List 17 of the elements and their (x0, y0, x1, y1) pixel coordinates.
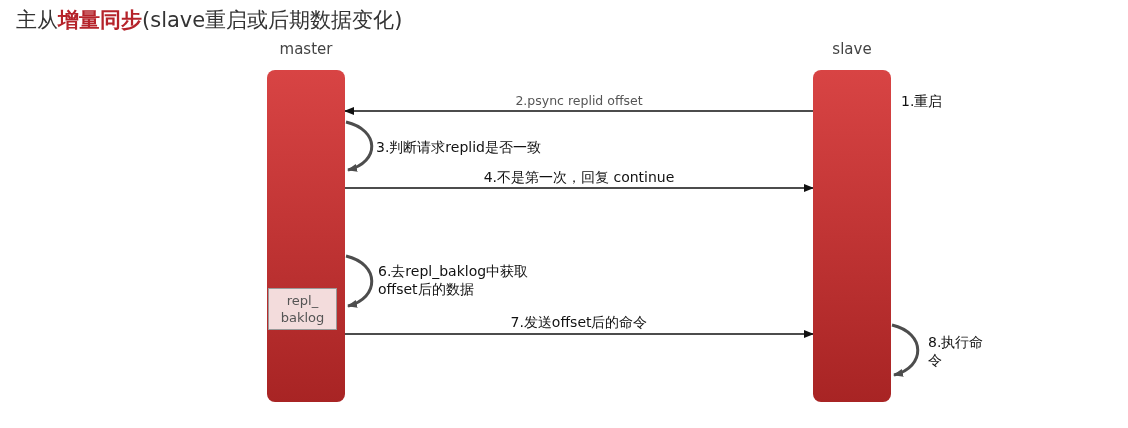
loop-arrow (891, 323, 920, 377)
loop-arrow (345, 120, 374, 172)
edge-label: 2.psync replid offset (515, 92, 643, 110)
edge-label: 3.判断请求replid是否一致 (376, 138, 541, 156)
diagram-title: 主从增量同步(slave重启或后期数据变化) (16, 7, 403, 34)
step-label: 1.重启 (901, 92, 943, 110)
loop-arrow (345, 254, 374, 308)
buffer-box: repl_ baklog (268, 288, 337, 330)
message-arrow (344, 184, 814, 192)
edge-label: 8.执行命令 (928, 333, 985, 369)
message-arrow (344, 330, 814, 338)
edge-label: 7.发送offset后的命令 (510, 313, 648, 331)
message-arrow (344, 107, 814, 115)
participant-label: slave (831, 40, 873, 58)
edge-label: 4.不是第一次，回复 continue (483, 168, 675, 186)
participant-label: master (278, 40, 334, 58)
edge-label: 6.去repl_baklog中获取offset后的数据 (378, 262, 530, 298)
